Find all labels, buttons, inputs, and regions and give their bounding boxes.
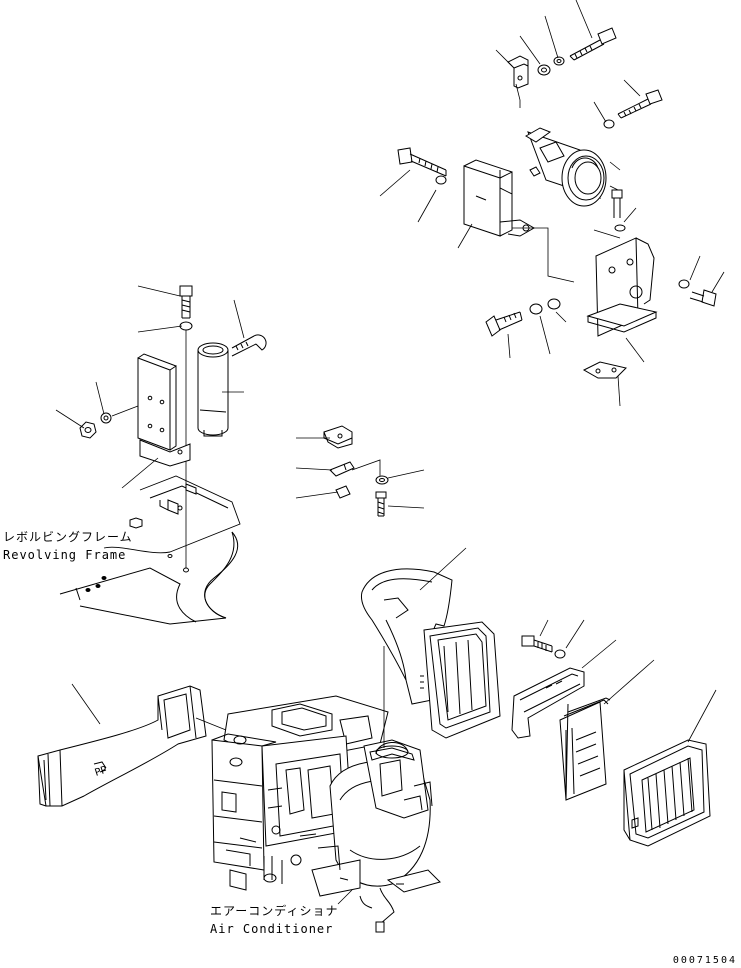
- washer-top-1: [554, 57, 564, 65]
- washer-left-mount: [436, 176, 446, 184]
- small-bracket-top: [508, 56, 528, 88]
- shim-plate: [584, 362, 626, 378]
- bolt-right-side: [690, 290, 716, 306]
- bolt-clip: [376, 492, 386, 516]
- washer-right-side: [679, 280, 689, 288]
- bolt-right-2: [618, 90, 662, 118]
- washer-bottom-mount: [548, 299, 560, 309]
- filter-bracket: [512, 668, 584, 738]
- washer-clip: [376, 476, 388, 484]
- revolving-frame-outline: [60, 476, 240, 624]
- mount-bracket-left: [464, 160, 534, 236]
- nut-receiver-left: [80, 422, 96, 438]
- revolving-frame-label-en: Revolving Frame: [3, 548, 127, 562]
- harness-clip-assembly: [296, 426, 424, 516]
- filter-set: [512, 620, 716, 846]
- nut-top-1: [538, 65, 550, 75]
- svg-text:PP: PP: [94, 765, 109, 779]
- clip-clamp: [336, 486, 350, 498]
- bolt-left-mount: [398, 148, 446, 176]
- air-conditioner-label-en: Air Conditioner: [210, 922, 334, 936]
- washer-right-2: [604, 120, 614, 128]
- air-conditioner-label-jp: エアーコンディショナ: [210, 904, 339, 918]
- bolt-vertical-mount: [612, 190, 622, 218]
- revolving-frame-label-jp: レボルビングフレーム: [3, 530, 133, 544]
- receiver-bracket-plate: [138, 354, 190, 466]
- air-conditioner-unit: [212, 696, 440, 932]
- washer-receiver-left: [101, 413, 111, 423]
- filter-cover: [624, 740, 710, 846]
- condenser-mount-assembly: [380, 0, 724, 406]
- document-number: 00071504: [672, 955, 737, 966]
- mount-bracket-right: [588, 238, 656, 336]
- air-duct-left: PP: [38, 686, 206, 806]
- bolt-filter-cover: [522, 636, 552, 652]
- nut-bottom-mount: [530, 304, 542, 314]
- clip-band: [330, 462, 354, 476]
- washer-filter-cover: [555, 650, 565, 658]
- bolt-receiver-bracket: [180, 286, 192, 318]
- u-bolt-clamp: [232, 335, 266, 356]
- receiver-drier-cylinder: [526, 128, 606, 206]
- washer-vertical-mount: [615, 225, 625, 231]
- bolt-bottom-mount: [486, 312, 522, 336]
- receiver-drier: [198, 343, 228, 436]
- receiver-bracket-assembly: [56, 286, 266, 568]
- bolt-top-right: [570, 28, 616, 60]
- air-duct-vertical: [361, 569, 500, 738]
- filter-element: [560, 698, 610, 800]
